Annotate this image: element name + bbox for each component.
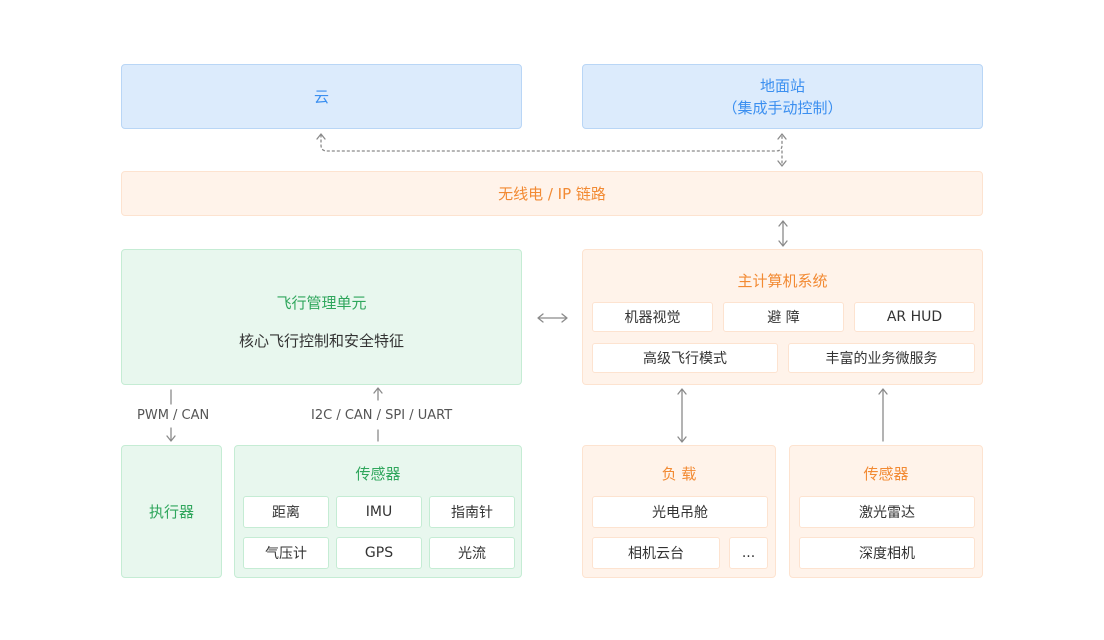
sensor-depth-camera: 深度相机 [799,537,975,569]
sensor-optical-flow: 光流 [429,537,515,569]
ground-arrowhead [777,133,787,140]
cloud-label: 云 [313,88,329,106]
companion-computer: 主计算机系统 机器视觉 避 障 AR HUD 高级飞行模式 丰富的业务微服务 [582,249,983,385]
flight-management-unit: 飞行管理单元 核心飞行控制和安全特征 [121,249,522,385]
fmu-subtitle: 核心飞行控制和安全特征 [238,332,404,350]
payload-camera-gimbal: 相机云台 [592,537,720,569]
bus-label: I2C / CAN / SPI / UART [311,408,453,423]
companion-sensors-panel: 传感器 激光雷达 深度相机 [789,445,983,578]
sensor-compass: 指南针 [429,496,515,528]
actuators-label: 执行器 [148,503,194,521]
pwm-can-label: PWM / CAN [137,408,210,423]
companion-sensors-title: 传感器 [863,465,909,483]
radio-link-bar: 无线电 / IP 链路 [121,171,983,216]
ground-station-title: 地面站 [759,76,805,95]
radio-arrowhead [777,160,787,167]
companion-feature-avoidance: 避 障 [723,302,844,332]
payload-gimbal-pod: 光电吊舱 [592,496,768,528]
sensor-lidar: 激光雷达 [799,496,975,528]
cloud-box: 云 [121,64,522,129]
sensor-distance: 距离 [243,496,329,528]
sensors-panel: 传感器 距离 IMU 指南针 气压计 GPS 光流 [234,445,522,578]
sensor-gps: GPS [336,537,422,569]
sensor-barometer: 气压计 [243,537,329,569]
companion-title: 主计算机系统 [737,272,828,290]
sensor-imu: IMU [336,496,422,528]
companion-feature-vision: 机器视觉 [592,302,713,332]
radio-link-label: 无线电 / IP 链路 [498,185,606,203]
actuators-box: 执行器 [121,445,222,578]
cloud-link-dotted [320,134,783,152]
ground-station-subtitle: （集成手动控制） [722,98,843,117]
payload-more: ... [729,537,768,569]
payload-panel: 负 载 光电吊舱 相机云台 ... [582,445,776,578]
fmu-title: 飞行管理单元 [276,294,367,312]
ground-station-box: 地面站 （集成手动控制） [582,64,983,129]
payload-title: 负 载 [661,465,697,483]
companion-feature-ar-hud: AR HUD [854,302,975,332]
cloud-arrowhead [316,133,326,140]
sensors-title: 传感器 [355,465,401,483]
companion-feature-advanced-modes: 高级飞行模式 [592,343,778,373]
companion-feature-microservices: 丰富的业务微服务 [788,343,975,373]
